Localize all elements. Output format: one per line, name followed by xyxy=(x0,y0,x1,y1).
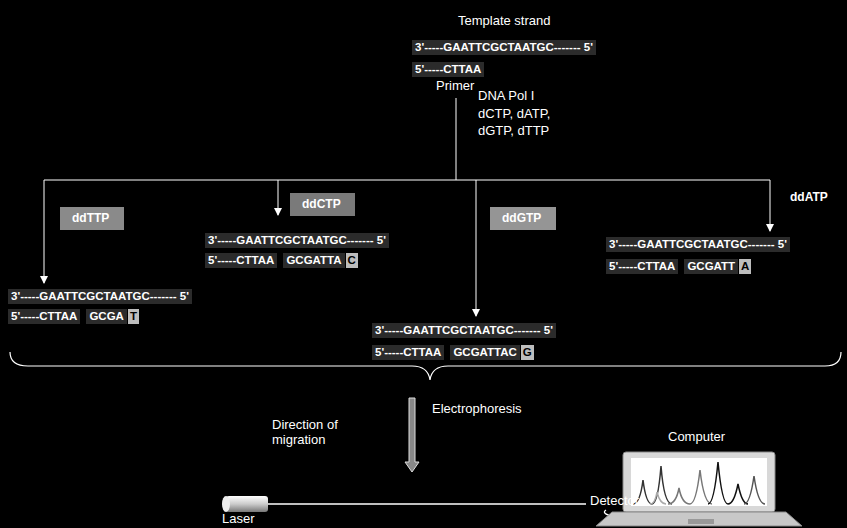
reagent-label: ddATP xyxy=(790,191,828,205)
laptop-screen xyxy=(623,452,775,512)
laser-beam xyxy=(268,503,586,504)
device-label: Detector xyxy=(590,494,639,509)
extension-sequence: GCGATTA xyxy=(283,253,344,268)
template-strand: 3'-----GAATTCGCTAATGC------- 5' xyxy=(412,40,596,55)
primer-label: Primer xyxy=(436,79,474,94)
laptop-base xyxy=(596,512,802,526)
branch-arrow xyxy=(44,180,45,283)
terminator-base: G xyxy=(521,345,534,360)
extension-sequence: GCGATTAC xyxy=(450,345,519,360)
branch-arrow xyxy=(278,180,279,215)
heading-label: Template strand xyxy=(458,14,551,29)
reagent-box: ddTTP xyxy=(60,207,124,230)
terminator-base: C xyxy=(346,253,358,268)
touchpad xyxy=(688,519,714,524)
reagent-name: ddGTP xyxy=(502,211,544,225)
branch-line xyxy=(44,180,770,181)
template-strand: 3'-----GAATTCGCTAATGC------- 5' xyxy=(372,323,556,338)
template-strand: 3'-----GAATTCGCTAATGC------- 5' xyxy=(8,289,192,304)
branch-arrow xyxy=(476,180,477,316)
laser-body xyxy=(226,496,268,512)
branch-arrow xyxy=(770,180,771,231)
product-strand: 5'-----CTTAA xyxy=(606,259,678,274)
device-label: Computer xyxy=(668,430,725,445)
process-label: Electrophoresis xyxy=(432,402,522,417)
reagent-name: ddTTP xyxy=(72,211,112,225)
product-strand: 5'-----CTTAA xyxy=(8,309,80,324)
terminator-base: A xyxy=(739,259,751,274)
extension-sequence: GCGATT xyxy=(684,259,738,274)
reagent-box: ddCTP xyxy=(290,193,355,216)
primer-strand: 5'-----CTTAA xyxy=(412,62,484,77)
reagent-name: ddCTP xyxy=(302,197,343,211)
reagent-box: ddGTP xyxy=(490,207,556,230)
enzyme-label: DNA Pol I xyxy=(478,89,534,104)
nucleotide-label: dCTP, dATP, xyxy=(478,107,550,122)
migration-label: Direction of migration xyxy=(272,418,382,448)
screen-area xyxy=(631,458,767,506)
chromatogram xyxy=(633,462,765,504)
extension-sequence: GCGA xyxy=(86,309,127,324)
product-strand: 5'-----CTTAA xyxy=(372,345,444,360)
terminator-base: T xyxy=(128,309,139,324)
nucleotide-label: dGTP, dTTP xyxy=(478,124,549,139)
migration-arrow xyxy=(405,398,419,472)
flow-line xyxy=(456,98,457,180)
template-strand: 3'-----GAATTCGCTAATGC------- 5' xyxy=(205,233,389,248)
template-strand: 3'-----GAATTCGCTAATGC------- 5' xyxy=(606,237,790,252)
product-strand: 5'-----CTTAA xyxy=(205,253,277,268)
device-label: Laser xyxy=(222,512,255,527)
laser-end xyxy=(222,496,230,512)
